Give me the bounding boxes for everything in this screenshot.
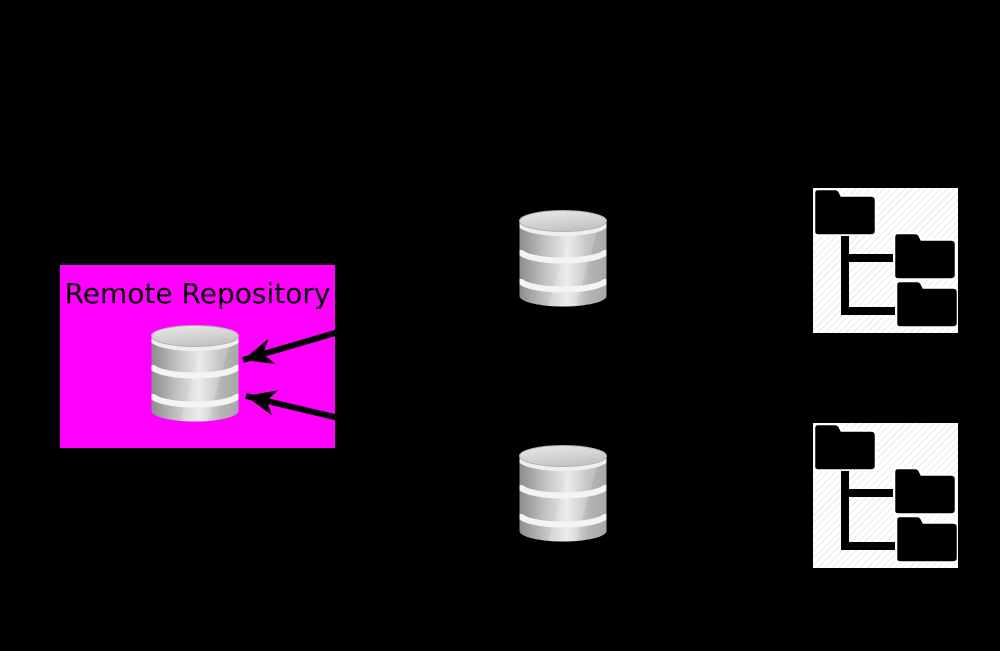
database-icon-bottom bbox=[519, 445, 607, 552]
database-icon-top bbox=[519, 210, 607, 317]
remote-database-icon bbox=[151, 325, 239, 432]
folder-tree-panel-top bbox=[813, 188, 958, 333]
folder-tree-icon bbox=[813, 188, 958, 333]
folder-tree-panel-bottom bbox=[813, 423, 958, 568]
folder-tree-icon bbox=[813, 423, 958, 568]
remote-repository-label: Remote Repository bbox=[64, 277, 331, 310]
